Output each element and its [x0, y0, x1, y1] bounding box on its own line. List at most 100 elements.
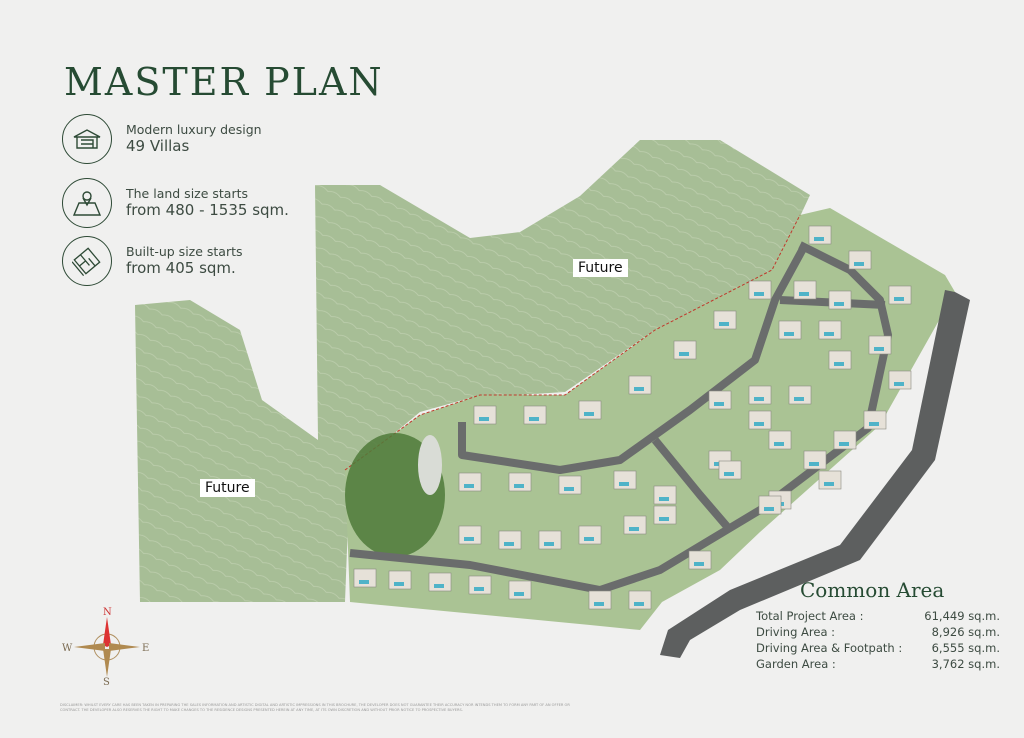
villa-pool — [834, 302, 844, 306]
common-area-row: Driving Area :8,926 sq.m. — [756, 624, 1000, 640]
villa-pool — [854, 262, 864, 266]
villa-plot — [808, 225, 832, 245]
development-area — [345, 208, 955, 630]
villa-pool — [434, 584, 444, 588]
villa-pool — [794, 397, 804, 401]
villa-pool — [874, 347, 884, 351]
villa-plot — [748, 410, 772, 430]
compass-e: E — [142, 643, 149, 654]
villa-pool — [594, 602, 604, 606]
villa-pool — [564, 487, 574, 491]
villa-pool — [584, 412, 594, 416]
house-icon — [62, 114, 112, 164]
main-access-road — [660, 290, 970, 658]
future-zone-label: Future — [200, 479, 255, 497]
villa-plot — [628, 375, 652, 395]
villa-pool — [719, 322, 729, 326]
villa-plot — [788, 385, 812, 405]
floor-plan-icon — [62, 236, 112, 286]
villa-pool — [724, 472, 734, 476]
villa-pool — [464, 484, 474, 488]
villa-pool — [894, 382, 904, 386]
villa-pool — [764, 507, 774, 511]
villa-plot — [613, 470, 637, 490]
compass-rose: N S W E — [62, 605, 152, 689]
villa-pool — [529, 417, 539, 421]
villa-plot — [558, 475, 582, 495]
feature-label: Modern luxury design — [126, 121, 262, 137]
villa-plot — [628, 590, 652, 610]
villa-pool — [359, 580, 369, 584]
villa-plot — [758, 495, 782, 515]
map-pin-icon — [62, 178, 112, 228]
compass-n: N — [103, 607, 112, 618]
future-land-terrain — [135, 140, 810, 602]
villa-plot — [828, 350, 852, 370]
villa-pool — [474, 587, 484, 591]
villa-pool — [824, 332, 834, 336]
villa-plot — [538, 530, 562, 550]
area-value: 6,555 sq.m. — [931, 641, 1000, 655]
area-label: Total Project Area : — [756, 609, 864, 623]
villa-plot — [653, 505, 677, 525]
villa-pool — [824, 482, 834, 486]
villa-plot — [578, 525, 602, 545]
villa-pool — [514, 484, 524, 488]
villa-plot — [863, 410, 887, 430]
villa-plot — [828, 290, 852, 310]
clubhouse — [418, 435, 442, 495]
villa-pool — [629, 527, 639, 531]
villa-plot — [673, 340, 697, 360]
villa-plot — [713, 310, 737, 330]
villa-plot — [653, 485, 677, 505]
common-area-row: Garden Area :3,762 sq.m. — [756, 656, 1000, 672]
villa-pool — [799, 292, 809, 296]
villa-plot — [768, 430, 792, 450]
villa-pool — [809, 462, 819, 466]
villa-pool — [464, 537, 474, 541]
villa-pool — [774, 442, 784, 446]
villa-pool — [514, 592, 524, 596]
villa-plot — [868, 335, 892, 355]
villa-pool — [634, 387, 644, 391]
villa-pool — [834, 362, 844, 366]
villa-plot — [623, 515, 647, 535]
villa-plot — [748, 280, 772, 300]
area-value: 3,762 sq.m. — [931, 657, 1000, 671]
villa-plot — [818, 470, 842, 490]
compass-s: S — [103, 677, 110, 685]
villa-plot — [458, 472, 482, 492]
feature-value: from 405 sqm. — [126, 259, 236, 278]
future-zone-label: Future — [573, 259, 628, 277]
villa-plot — [523, 405, 547, 425]
villa-pool — [479, 417, 489, 421]
feature-label: The land size starts — [126, 185, 249, 201]
villa-pool — [659, 517, 669, 521]
villa-plot — [793, 280, 817, 300]
villa-plot — [888, 285, 912, 305]
area-label: Driving Area : — [756, 625, 836, 639]
villa-plot — [718, 460, 742, 480]
common-area-row: Driving Area & Footpath :6,555 sq.m. — [756, 640, 1000, 656]
villa-pool — [694, 562, 704, 566]
compass-w: W — [62, 643, 73, 654]
villa-pool — [504, 542, 514, 546]
villa-plot — [848, 250, 872, 270]
villa-plot — [473, 405, 497, 425]
villa-pool — [784, 332, 794, 336]
villa-pool — [869, 422, 879, 426]
page-title: MASTER PLAN — [64, 60, 384, 104]
villa-pool — [814, 237, 824, 241]
villa-plot — [748, 385, 772, 405]
villa-pool — [659, 497, 669, 501]
villa-plot — [353, 568, 377, 588]
common-area-row: Total Project Area :61,449 sq.m. — [756, 608, 1000, 624]
villa-pool — [754, 397, 764, 401]
villa-plot — [468, 575, 492, 595]
villa-plot — [688, 550, 712, 570]
villa-plot — [458, 525, 482, 545]
